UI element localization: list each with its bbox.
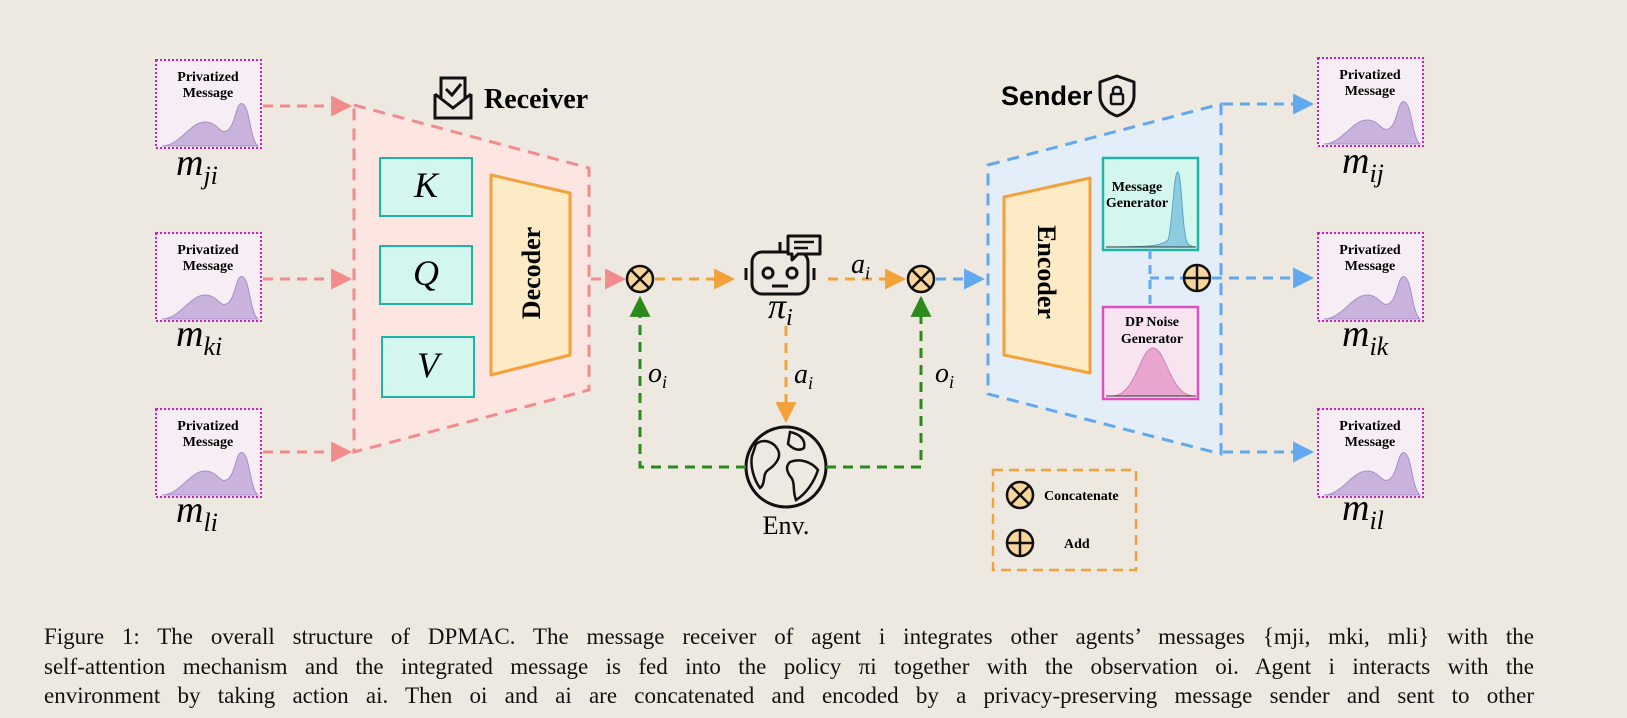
outgoing-message-1: Privatized Message	[1317, 57, 1424, 147]
incoming-message-label-1: mji	[176, 142, 218, 190]
incoming-message-label-3: mli	[176, 489, 218, 537]
encoder-label: Encoder	[1032, 225, 1061, 319]
receiver-title: Receiver	[484, 84, 588, 115]
caption-line-3: environment by taking action ai. Then oi…	[44, 683, 1534, 708]
svg-text:Message: Message	[1345, 435, 1396, 450]
svg-text:Privatized: Privatized	[1339, 243, 1401, 258]
decoder-block	[489, 173, 572, 377]
concatenate-icon-1	[625, 264, 655, 294]
outgoing-message-label-1: mij	[1342, 140, 1384, 188]
figure-caption: Figure 1: The overall structure of DPMAC…	[44, 622, 1534, 711]
policy-label: πi	[768, 286, 793, 331]
svg-text:Privatized: Privatized	[177, 419, 239, 434]
key-block	[379, 157, 473, 217]
robot-agent-icon	[744, 234, 822, 296]
value-label: V	[417, 345, 443, 385]
sender-title: Sender	[1001, 81, 1093, 111]
svg-text:Message: Message	[1112, 180, 1163, 195]
observation-label-right: oi	[935, 358, 954, 392]
dp-noise-generator: DP Noise Generator	[1101, 305, 1200, 401]
legend-add-icon	[1005, 528, 1035, 558]
message-generator: Message Generator	[1101, 156, 1200, 252]
svg-text:Privatized: Privatized	[177, 243, 239, 258]
svg-text:Message: Message	[183, 435, 234, 450]
globe-environment-icon	[744, 425, 828, 509]
key-label: K	[413, 165, 440, 205]
svg-text:Message: Message	[183, 86, 234, 101]
legend-concatenate-icon	[1005, 480, 1035, 510]
svg-text:Message: Message	[1345, 259, 1396, 274]
svg-text:Generator: Generator	[1121, 332, 1183, 347]
svg-text:Privatized: Privatized	[1339, 419, 1401, 434]
dpmac-architecture-diagram: Receiver K Q V Decoder Privatized Messag…	[155, 57, 1424, 572]
observation-path-left	[629, 295, 746, 469]
query-label: Q	[413, 253, 439, 293]
value-block	[381, 336, 475, 398]
svg-text:Privatized: Privatized	[177, 70, 239, 85]
observation-label-left: oi	[648, 358, 667, 392]
outgoing-message-label-3: mil	[1342, 487, 1384, 535]
encoder-block	[1002, 176, 1092, 375]
svg-text:DP Noise: DP Noise	[1125, 315, 1179, 330]
decoder-label: Decoder	[517, 227, 546, 319]
outgoing-message-3: Privatized Message	[1317, 408, 1424, 498]
outgoing-message-label-2: mik	[1342, 313, 1389, 361]
incoming-message-1: Privatized Message	[155, 59, 262, 149]
caption-line-1: Figure 1: The overall structure of DPMAC…	[44, 624, 1534, 649]
incoming-message-3: Privatized Message	[155, 408, 262, 498]
environment-label: Env.	[763, 511, 810, 540]
legend-concatenate-label: Concatenate	[1044, 489, 1119, 504]
svg-text:Generator: Generator	[1106, 196, 1168, 211]
svg-text:Privatized: Privatized	[1339, 68, 1401, 83]
incoming-message-label-2: mki	[176, 313, 222, 361]
add-icon	[1182, 263, 1212, 293]
legend: Concatenate Add	[991, 468, 1138, 572]
action-label-down: ai	[794, 359, 813, 393]
caption-line-2: self-attention mechanism and the integra…	[44, 653, 1534, 679]
action-label-top: ai	[851, 249, 870, 283]
query-block	[379, 245, 473, 305]
observation-path-right	[826, 295, 932, 469]
receiver-envelope-icon	[433, 76, 473, 120]
shield-lock-icon	[1098, 74, 1136, 118]
svg-text:Message: Message	[183, 259, 234, 274]
outgoing-message-2: Privatized Message	[1317, 232, 1424, 322]
concatenate-icon-2	[906, 264, 936, 294]
svg-text:Message: Message	[1345, 84, 1396, 99]
incoming-message-2: Privatized Message	[155, 232, 262, 322]
legend-add-label: Add	[1064, 537, 1090, 552]
